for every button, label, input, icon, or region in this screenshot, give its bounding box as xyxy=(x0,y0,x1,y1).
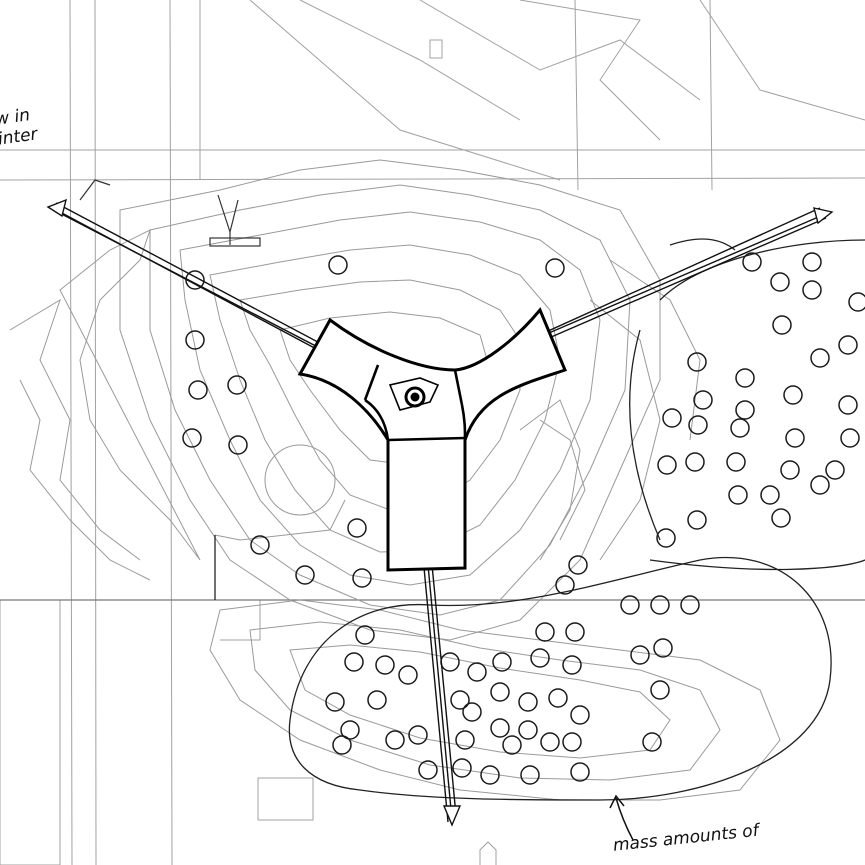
site-boundary-lines xyxy=(214,238,865,801)
trifold-building-icon xyxy=(297,307,568,572)
entry-marker-icon xyxy=(79,179,261,247)
pointer-arrow-icon xyxy=(609,794,634,841)
